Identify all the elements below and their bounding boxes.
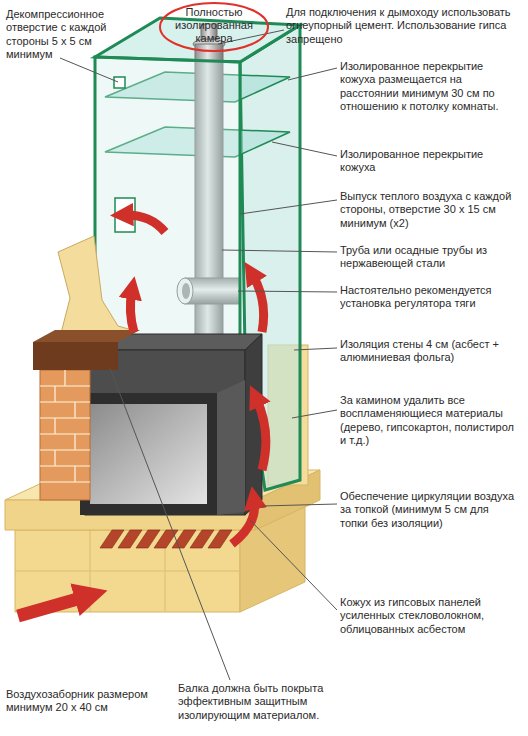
door-frame bbox=[80, 393, 217, 515]
ash-grate bbox=[100, 530, 232, 548]
air-flow-arrows bbox=[18, 215, 266, 616]
node-text: Полностью изолированная камера bbox=[158, 6, 270, 46]
leader-line bbox=[288, 68, 337, 80]
leader-line bbox=[110, 368, 230, 680]
leader-line bbox=[250, 520, 337, 610]
mortar-line bbox=[40, 465, 90, 466]
mortar-line bbox=[40, 417, 90, 418]
casing-front-panel bbox=[95, 57, 240, 345]
mortar-line bbox=[40, 481, 90, 482]
air-arrow bbox=[256, 398, 266, 470]
callout-text: Изолированное перекрытие кожуха bbox=[340, 148, 510, 175]
mortar-line bbox=[54, 386, 55, 402]
beam-top bbox=[33, 330, 140, 342]
callout-text: Выпуск теплого воздуха с каждой стороны,… bbox=[340, 190, 518, 230]
leader-lines bbox=[60, 30, 337, 680]
decompression-hole bbox=[114, 77, 125, 88]
callout-text: Изолированное перекрытие кожуха размещае… bbox=[340, 60, 518, 114]
leader-line bbox=[222, 250, 337, 252]
brick-mortar bbox=[40, 370, 90, 482]
callout-text: Кожух из гипсовых панелей усиленных стек… bbox=[340, 596, 510, 636]
callout-text: Труба или осадные трубы из нержавеющей с… bbox=[340, 244, 515, 271]
mortar-line bbox=[74, 434, 75, 450]
plinth-joint bbox=[90, 530, 91, 612]
door-side bbox=[217, 380, 245, 515]
callout-text: Декомпрессионное отверстие с каждой стор… bbox=[6, 8, 118, 62]
leader-line bbox=[238, 291, 337, 292]
mortar-line bbox=[74, 466, 75, 482]
highlight-ellipse: Полностью изолированная камера bbox=[158, 2, 270, 52]
callout-text: Для подключения к дымоходу использовать … bbox=[286, 6, 511, 46]
insert-side bbox=[245, 334, 262, 515]
leader-line bbox=[272, 142, 337, 156]
hearth-plinth-front bbox=[15, 530, 240, 612]
mortar-line bbox=[64, 370, 65, 386]
mortar-line bbox=[54, 450, 55, 466]
air-arrow bbox=[232, 500, 255, 544]
cladding-fragment bbox=[58, 236, 132, 345]
callout-text: Изоляция стены 4 см (асбест + алюминиева… bbox=[340, 338, 515, 365]
air-arrow bbox=[124, 215, 165, 232]
mortar-line bbox=[40, 449, 90, 450]
grate-slat bbox=[208, 530, 232, 548]
mortar-line bbox=[54, 418, 55, 434]
insert-body bbox=[85, 350, 245, 515]
mortar-line bbox=[40, 401, 90, 402]
leader-line bbox=[60, 58, 118, 82]
callout-text: Обеспечение циркуляции воздуха за топкой… bbox=[340, 490, 515, 530]
air-arrow bbox=[252, 274, 264, 332]
plinth-joint bbox=[15, 571, 240, 572]
leader-line bbox=[294, 348, 337, 350]
leader-line bbox=[240, 200, 337, 214]
door-glass bbox=[90, 404, 207, 504]
mantel-beam bbox=[33, 342, 118, 370]
mortar-line bbox=[74, 402, 75, 418]
brick-pillar bbox=[40, 370, 90, 500]
callout-text: Балка должна быть покрыта эффективным за… bbox=[178, 682, 363, 722]
air-intake-arrow bbox=[18, 596, 88, 616]
air-arrow bbox=[130, 290, 134, 332]
mortar-line bbox=[40, 433, 90, 434]
leader-line bbox=[292, 410, 337, 418]
callout-text: Воздухозаборник размером минимум 20 х 40… bbox=[6, 688, 156, 715]
callout-text: Настоятельно рекомендуется установка рег… bbox=[340, 284, 515, 311]
callout-text: За камином удалить все воспламеняющиеся … bbox=[340, 394, 518, 448]
leader-line bbox=[262, 504, 337, 506]
